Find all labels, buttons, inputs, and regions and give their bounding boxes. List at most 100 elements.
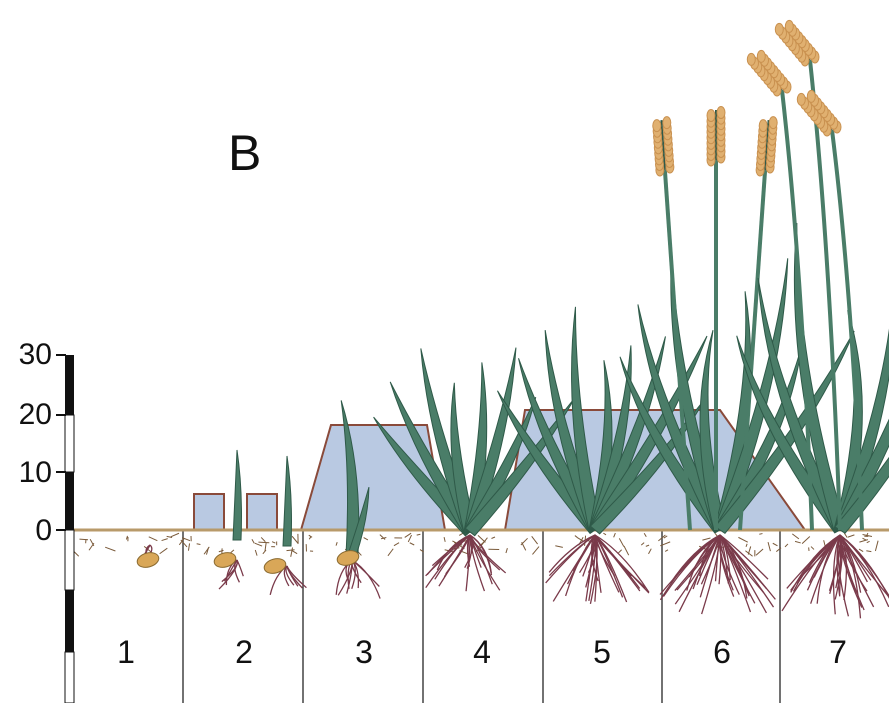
water-cell-2b <box>247 494 277 530</box>
seed <box>136 550 161 569</box>
grain <box>759 120 767 132</box>
soil-crumb <box>265 543 266 551</box>
soil-crumb <box>532 536 538 544</box>
root <box>470 535 506 573</box>
soil-crumb <box>219 550 224 551</box>
soil-crumb <box>522 542 526 550</box>
grain <box>717 107 725 119</box>
soil-crumb <box>506 548 507 553</box>
soil-crumb <box>394 543 399 546</box>
soil-crumb <box>160 548 168 554</box>
soil-crumb <box>641 543 644 545</box>
grain <box>653 120 661 132</box>
soil-crumb <box>105 547 115 551</box>
scale-label-30: 30 <box>8 340 52 370</box>
soil-crumb <box>521 538 528 545</box>
root <box>426 535 470 588</box>
soil-crumb <box>859 549 863 552</box>
scale-bar-segment-3 <box>65 472 74 530</box>
soil-crumb <box>844 533 847 538</box>
soil-crumb <box>644 533 646 536</box>
soil-crumb <box>555 546 563 548</box>
soil-crumb <box>811 547 814 550</box>
soil-crumb <box>291 547 293 556</box>
grain <box>707 110 715 122</box>
soil-crumb <box>381 537 386 538</box>
soil-crumb <box>410 543 414 545</box>
scale-bar-segment-5 <box>65 590 74 652</box>
grain <box>807 90 815 102</box>
soil-crumb <box>702 538 710 540</box>
soil-crumb <box>408 535 411 542</box>
soil-crumb <box>646 545 649 546</box>
soil-crumb <box>388 549 393 556</box>
root <box>352 560 379 586</box>
soil-crumb <box>859 540 867 542</box>
soil-crumb <box>292 536 298 543</box>
scale-bar <box>56 355 74 703</box>
soil-crumb <box>802 537 810 544</box>
plant-stage-6 <box>620 107 854 615</box>
soil-crumb <box>867 541 870 542</box>
soil-crumb <box>459 533 463 535</box>
soil-crumb <box>90 539 94 546</box>
stage-label-7: 7 <box>808 636 868 668</box>
soil-crumb <box>79 539 88 540</box>
soil-crumb <box>309 537 311 540</box>
soil-crumb <box>287 550 295 551</box>
soil-crumb <box>875 541 878 551</box>
soil-crumb <box>792 534 799 539</box>
soil-crumb <box>848 535 855 537</box>
soil-crumb <box>255 543 262 546</box>
soil-crumb <box>336 542 337 545</box>
soil-crumb <box>738 537 747 542</box>
soil-crumb <box>759 534 762 535</box>
soil-crumb <box>773 543 778 546</box>
scale-bar-segment-1 <box>65 355 74 415</box>
soil-crumb <box>756 549 763 555</box>
grain <box>797 93 805 105</box>
soil-crumb <box>795 541 801 543</box>
root <box>435 535 470 579</box>
leaf <box>283 456 292 546</box>
scale-label-0: 0 <box>8 516 52 546</box>
water-cell-2a <box>194 494 224 530</box>
soil-crumb <box>619 538 623 546</box>
stage-label-2: 2 <box>214 636 274 668</box>
grain <box>769 117 777 129</box>
soil-crumb <box>444 537 445 542</box>
soil-crumb <box>603 533 606 535</box>
soil-crumb <box>478 535 485 542</box>
soil-crumb <box>746 544 747 547</box>
soil-crumb <box>171 533 179 537</box>
stage-label-5: 5 <box>572 636 632 668</box>
soil-crumb <box>255 550 257 556</box>
soil-crumb <box>126 536 127 540</box>
soil-crumb <box>491 537 495 538</box>
soil-crumb <box>364 538 368 540</box>
soil-crumb <box>614 533 616 537</box>
soil-crumb <box>405 533 411 537</box>
soil-crumb <box>149 537 158 541</box>
soil-crumb <box>648 549 651 554</box>
soil-crumb <box>532 547 539 555</box>
grain <box>757 50 765 62</box>
leaf <box>233 450 242 540</box>
scale-bar-segment-4 <box>65 530 74 590</box>
panel-label: B <box>228 128 261 178</box>
grain <box>663 117 671 129</box>
grain <box>747 53 755 65</box>
stage-label-4: 4 <box>452 636 512 668</box>
grain <box>785 20 793 32</box>
soil-crumb <box>785 544 788 547</box>
soil-crumb <box>197 544 201 545</box>
soil-crumb <box>162 539 168 541</box>
soil-crumb <box>665 550 668 552</box>
soil-crumb <box>188 543 189 550</box>
scale-bar-segment-6 <box>65 652 74 703</box>
soil-crumb <box>417 534 421 535</box>
soil-crumb <box>272 542 275 543</box>
plant-stage-1 <box>136 545 161 570</box>
soil-crumb <box>292 550 298 553</box>
